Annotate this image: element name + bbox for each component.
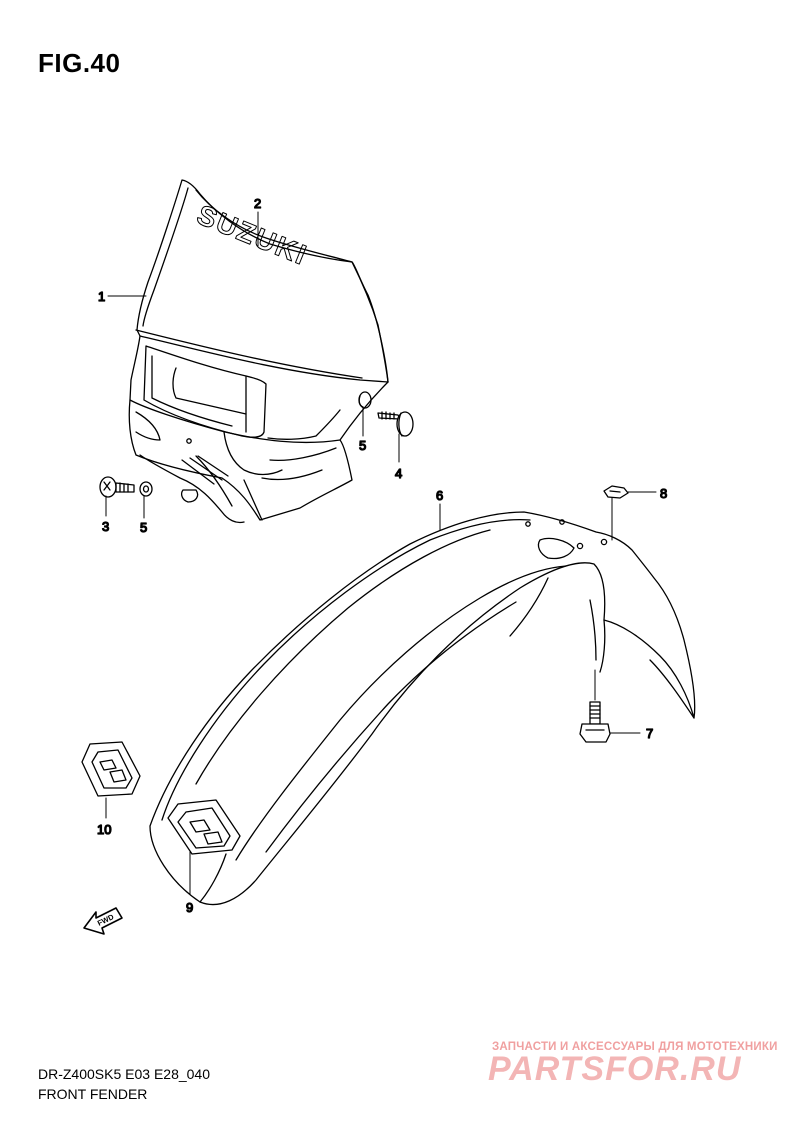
callout-5-left: 5 <box>140 520 147 535</box>
callout-labels: 1 2 3 4 5 5 6 7 8 9 10 <box>96 195 668 915</box>
figure-title: FIG.40 <box>38 48 121 78</box>
callout-10: 10 <box>97 822 111 837</box>
callout-7: 7 <box>646 726 653 741</box>
emblem-loose <box>81 741 141 797</box>
model-code: DR-Z400SK5 E03 E28_040 <box>38 1066 210 1082</box>
headlight-panel: SUZUKI <box>128 179 389 524</box>
emblem-fender <box>167 799 241 855</box>
watermark-tagline: ЗАПЧАСТИ И АКСЕССУАРЫ ДЛЯ МОТОТЕХНИКИ <box>492 1041 778 1053</box>
screw-right <box>377 411 414 437</box>
washer-left <box>139 481 153 497</box>
callout-5-right: 5 <box>359 438 366 453</box>
forward-arrow-icon: FWD <box>83 907 123 935</box>
flange-bolt <box>579 701 611 743</box>
speed-nut <box>603 485 629 499</box>
callout-2: 2 <box>254 196 261 211</box>
leader-lines <box>105 211 657 895</box>
callout-9: 9 <box>186 900 193 915</box>
screw-left <box>99 476 135 498</box>
callout-8: 8 <box>660 486 667 501</box>
callout-6: 6 <box>436 488 443 503</box>
callout-3: 3 <box>102 519 109 534</box>
callout-4: 4 <box>395 466 402 481</box>
section-name: FRONT FENDER <box>38 1086 148 1102</box>
front-fender <box>149 511 696 906</box>
callout-1: 1 <box>98 289 105 304</box>
watermark-brand: PARTSFOR.RU <box>488 1050 742 1088</box>
suzuki-logo-text: SUZUKI <box>193 199 312 271</box>
washer-right <box>358 391 372 409</box>
